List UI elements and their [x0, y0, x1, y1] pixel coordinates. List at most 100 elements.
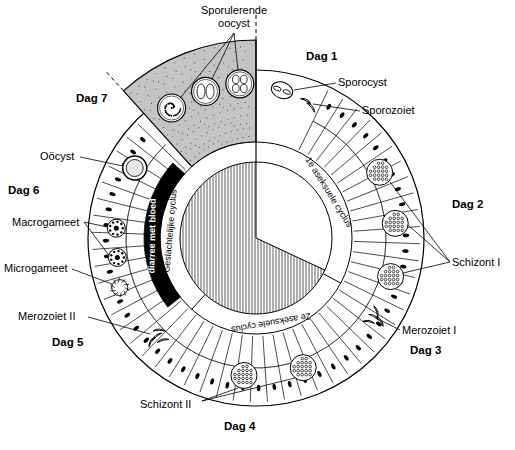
stipple-dot: [188, 128, 189, 129]
merozoite-dot: [377, 174, 380, 177]
sporocyst-shape: [232, 75, 239, 83]
microgamete-drawing: [110, 278, 129, 298]
cell-nucleus: [390, 294, 397, 300]
stipple-dot: [155, 89, 156, 90]
stipple-dot: [136, 93, 137, 94]
cell-nucleus: [194, 372, 200, 379]
merozoite-dot: [377, 166, 380, 169]
schizont-wall: [290, 355, 316, 381]
merozoite-dot: [238, 369, 241, 372]
wall-forming-body: [110, 259, 112, 261]
leader-line: [72, 269, 112, 284]
leader-line: [212, 33, 234, 79]
ring-inner-border: [160, 142, 352, 334]
granule: [173, 106, 175, 108]
sporoblast: [206, 84, 214, 99]
merozoite-dot: [373, 170, 376, 173]
merozoite-dot: [377, 170, 380, 173]
stipple-dot: [223, 106, 224, 107]
stipple-dot: [185, 153, 186, 154]
merozoite-dot: [385, 170, 388, 173]
macrogamete-wall: [107, 219, 125, 237]
wall-forming-body: [116, 233, 118, 235]
stipple-dot: [227, 110, 228, 111]
cell-nucleus: [399, 202, 406, 207]
microgamete-flagellum: [124, 291, 126, 296]
cell-wall: [339, 290, 395, 325]
merozoite-dot: [373, 166, 376, 169]
merozoite-dot: [377, 162, 380, 165]
stipple-dot: [130, 93, 131, 94]
stipple-dot: [148, 95, 149, 96]
stipple-dot: [226, 141, 227, 142]
wall-forming-body: [109, 229, 111, 231]
stipple-dot: [231, 131, 232, 132]
merozoite-dot: [373, 178, 376, 181]
stipple-dot: [195, 145, 196, 146]
cell-nucleus: [384, 308, 391, 314]
oocyst-wall: [192, 77, 220, 105]
merozoite-dot: [401, 217, 404, 220]
schizont-wall: [367, 159, 393, 185]
schizont-wall: [378, 264, 404, 290]
stage-label: Oöcyst: [40, 150, 74, 163]
merozoite-dot: [389, 229, 392, 232]
stipple-dot: [241, 68, 242, 69]
stipple-dot: [167, 76, 168, 77]
stipple-dot: [230, 104, 231, 105]
oocyst-wall: [158, 94, 186, 122]
cell-nucleus: [351, 121, 358, 128]
hatch-line: [237, 162, 238, 314]
cell-nucleus: [109, 191, 116, 196]
hatch-line: [303, 162, 304, 314]
merozoite-dot: [392, 278, 395, 281]
merozoite-dot: [396, 278, 399, 281]
hatch-line: [222, 162, 223, 314]
sporulating-oocyst: [226, 70, 254, 98]
day-label: Dag 1: [306, 50, 337, 63]
hatch-line: [306, 162, 307, 314]
stipple-dot: [237, 103, 238, 104]
stipple-dot: [181, 151, 182, 152]
hatch-line: [228, 162, 229, 314]
stipple-dot: [214, 123, 215, 124]
stipple-dot: [190, 142, 191, 143]
granule: [180, 108, 182, 110]
stipple-dot: [218, 68, 219, 69]
cell-wall: [331, 133, 382, 175]
merozoite-dot: [297, 361, 300, 364]
stipple-dot: [219, 104, 220, 105]
sporozoite: [300, 97, 312, 105]
stipple-dot: [237, 129, 238, 130]
granule: [172, 103, 174, 105]
merozoite-dot: [377, 178, 380, 181]
stipple-dot: [237, 138, 238, 139]
schizont-drawing: [378, 264, 404, 290]
merozoite-dot: [388, 274, 391, 277]
granule: [169, 114, 171, 116]
cell-nucleus: [402, 249, 409, 253]
stipple-dot: [204, 143, 205, 144]
stipple-dot: [230, 96, 231, 97]
oocyst-inner: [126, 160, 143, 177]
stipple-dot: [234, 52, 235, 53]
sporulating-oocyst: [158, 94, 186, 122]
stipple-dot: [201, 135, 202, 136]
cell-nucleus: [167, 357, 174, 364]
granule: [170, 115, 172, 117]
merozoite-dot: [393, 229, 396, 232]
hatch-line: [273, 162, 274, 314]
life-cycle-art: [72, 14, 450, 406]
cell-nucleus: [287, 381, 292, 388]
cell-wall: [169, 321, 204, 377]
cycle-separator: [255, 40, 256, 162]
stipple-dot: [155, 73, 156, 74]
microgamete-flagellum: [114, 280, 116, 285]
merozoite-dot: [250, 373, 253, 376]
stipple-dot: [191, 78, 192, 79]
sporocyst-drawing: [269, 79, 295, 102]
merozoite-dot: [238, 377, 241, 380]
stipple-dot: [248, 106, 249, 107]
stipple-dot: [223, 62, 224, 63]
merozoite-dot: [242, 381, 245, 384]
